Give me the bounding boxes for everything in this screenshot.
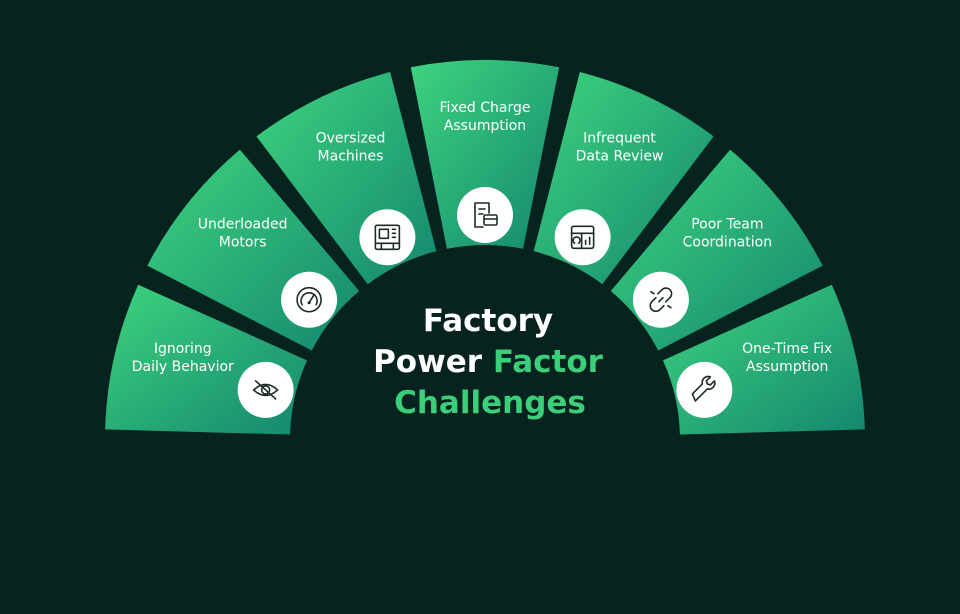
broken-link-icon <box>632 271 689 328</box>
gauge-icon <box>281 271 338 328</box>
segment-label-line: Motors <box>219 235 267 251</box>
title-line-2: Power Factor <box>373 344 604 380</box>
diagram-title: Factory Power Factor Challenges <box>373 303 604 421</box>
segment-label-line: Poor Team <box>691 217 763 233</box>
dashboard-icon <box>554 209 611 266</box>
segment-label-line: Underloaded <box>198 217 288 233</box>
segment-label-line: Coordination <box>683 235 772 251</box>
segment-label-line: Assumption <box>444 118 526 134</box>
segment-label-line: Oversized <box>316 131 386 147</box>
title-line-1: Factory <box>423 303 553 339</box>
bill-card-icon <box>457 187 513 243</box>
wrench-icon <box>676 361 733 418</box>
title-line-3: Challenges <box>394 385 586 421</box>
segment-label-line: Ignoring <box>154 341 212 357</box>
icons-layer <box>237 187 733 418</box>
segment-label-line: Infrequent <box>583 131 656 147</box>
segment-label-line: Assumption <box>746 359 828 375</box>
eye-slash-icon <box>237 361 294 418</box>
segment-label-line: One-Time Fix <box>742 341 832 357</box>
segment-label-line: Daily Behavior <box>132 359 234 375</box>
segment-label-line: Fixed Charge <box>440 100 531 116</box>
segment-label-line: Data Review <box>576 149 664 165</box>
machine-icon <box>359 209 416 266</box>
segment-fixed-charge-assumption <box>410 59 560 249</box>
title-word-factor: Factor <box>493 344 604 380</box>
title-word-power: Power <box>373 344 483 380</box>
segment-label-line: Machines <box>318 149 384 165</box>
